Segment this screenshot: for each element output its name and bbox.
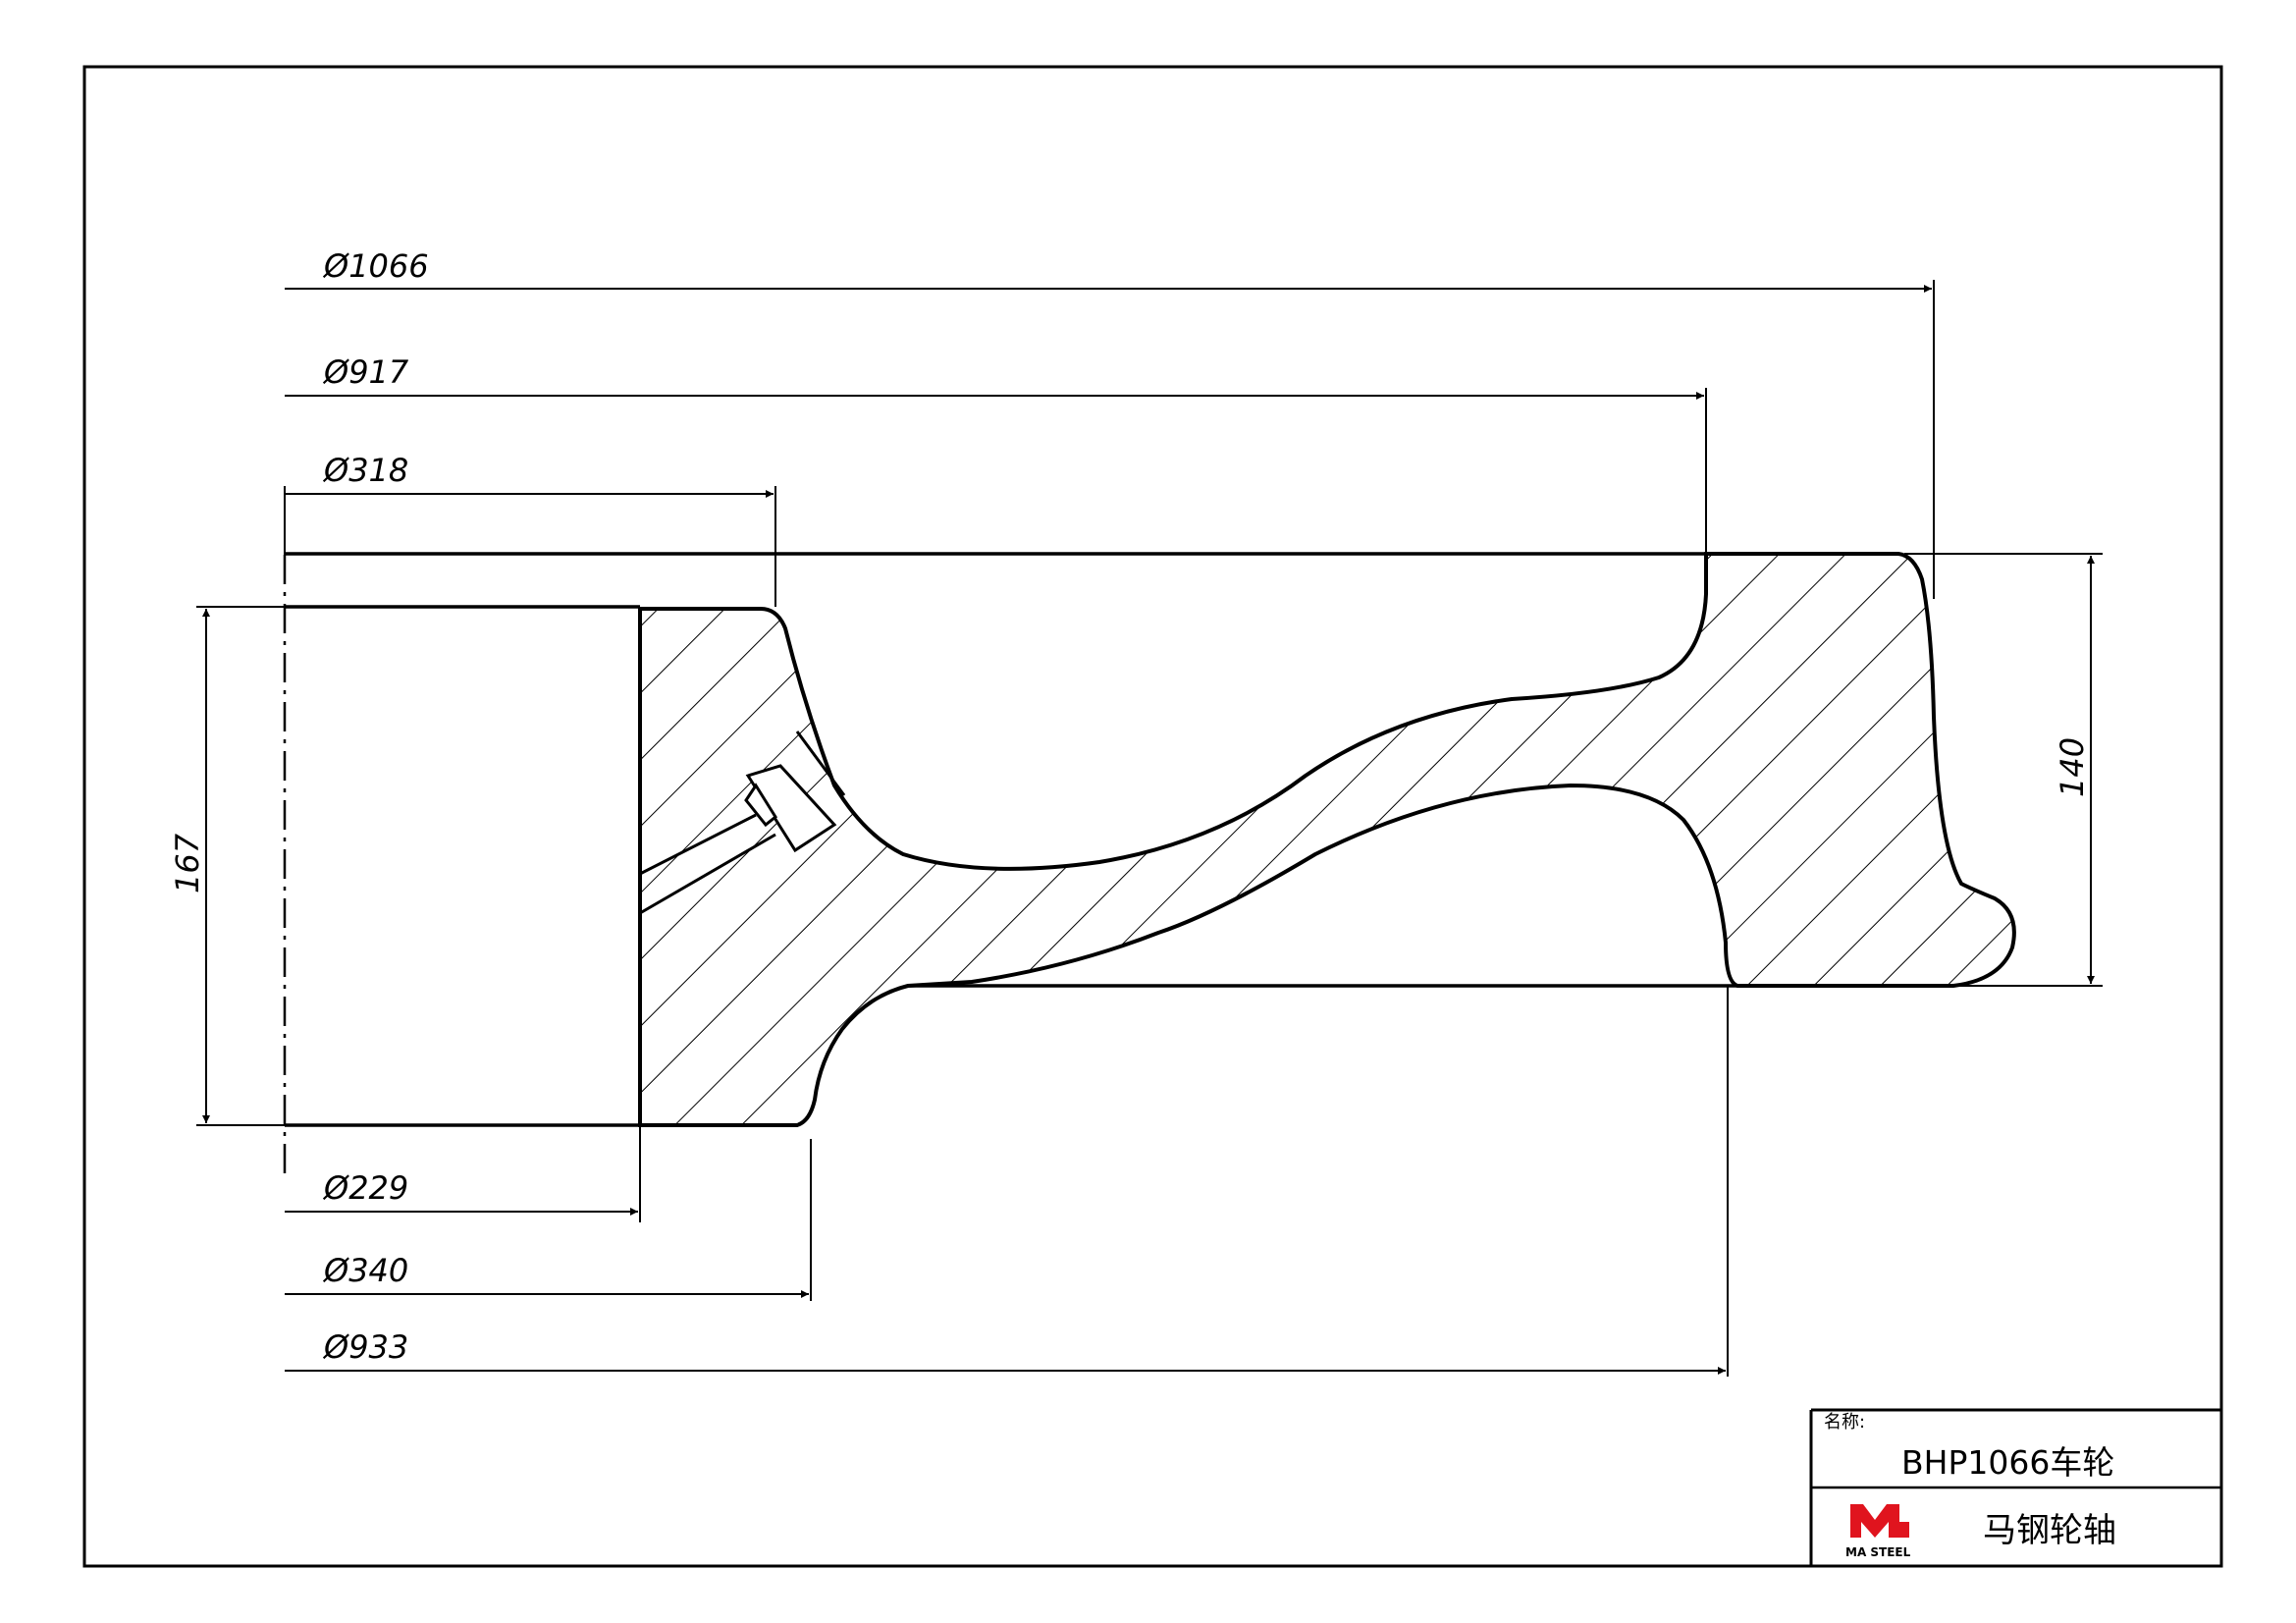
company-name: 马钢轮轴 bbox=[1983, 1511, 2116, 1550]
dim-h140-text: 140 bbox=[2054, 737, 2091, 797]
dim-d229-text: Ø229 bbox=[322, 1169, 408, 1207]
title-block: 名称: BHP1066车轮 MA STEEL 马钢轮轴 bbox=[1809, 1408, 2221, 1566]
dim-d1066-text: Ø1066 bbox=[322, 247, 429, 285]
dim-d1066: Ø1066 bbox=[285, 247, 1935, 599]
dim-d917-text: Ø917 bbox=[322, 353, 409, 391]
dim-d933: Ø933 bbox=[285, 986, 1729, 1377]
dim-d933-text: Ø933 bbox=[322, 1328, 408, 1366]
dim-h140: 140 bbox=[1904, 553, 2103, 987]
dim-d229: Ø229 bbox=[285, 1125, 641, 1222]
name-value: BHP1066车轮 bbox=[1901, 1443, 2114, 1482]
masteel-logo-icon: MA STEEL bbox=[1845, 1504, 1911, 1559]
dim-d917: Ø917 bbox=[285, 353, 1707, 554]
dim-d340-text: Ø340 bbox=[322, 1252, 408, 1289]
logo-text: MA STEEL bbox=[1845, 1545, 1911, 1559]
wheel-section bbox=[638, 552, 2016, 1127]
plug-detail bbox=[639, 730, 846, 915]
dim-d318-text: Ø318 bbox=[322, 452, 408, 489]
name-label: 名称: bbox=[1824, 1412, 1865, 1433]
dim-d340: Ø340 bbox=[285, 1139, 812, 1301]
dim-h167: 167 bbox=[169, 606, 285, 1126]
drawing-border bbox=[82, 65, 2223, 1568]
dim-d318: Ø318 bbox=[284, 452, 776, 607]
dim-h167-text: 167 bbox=[169, 833, 206, 893]
